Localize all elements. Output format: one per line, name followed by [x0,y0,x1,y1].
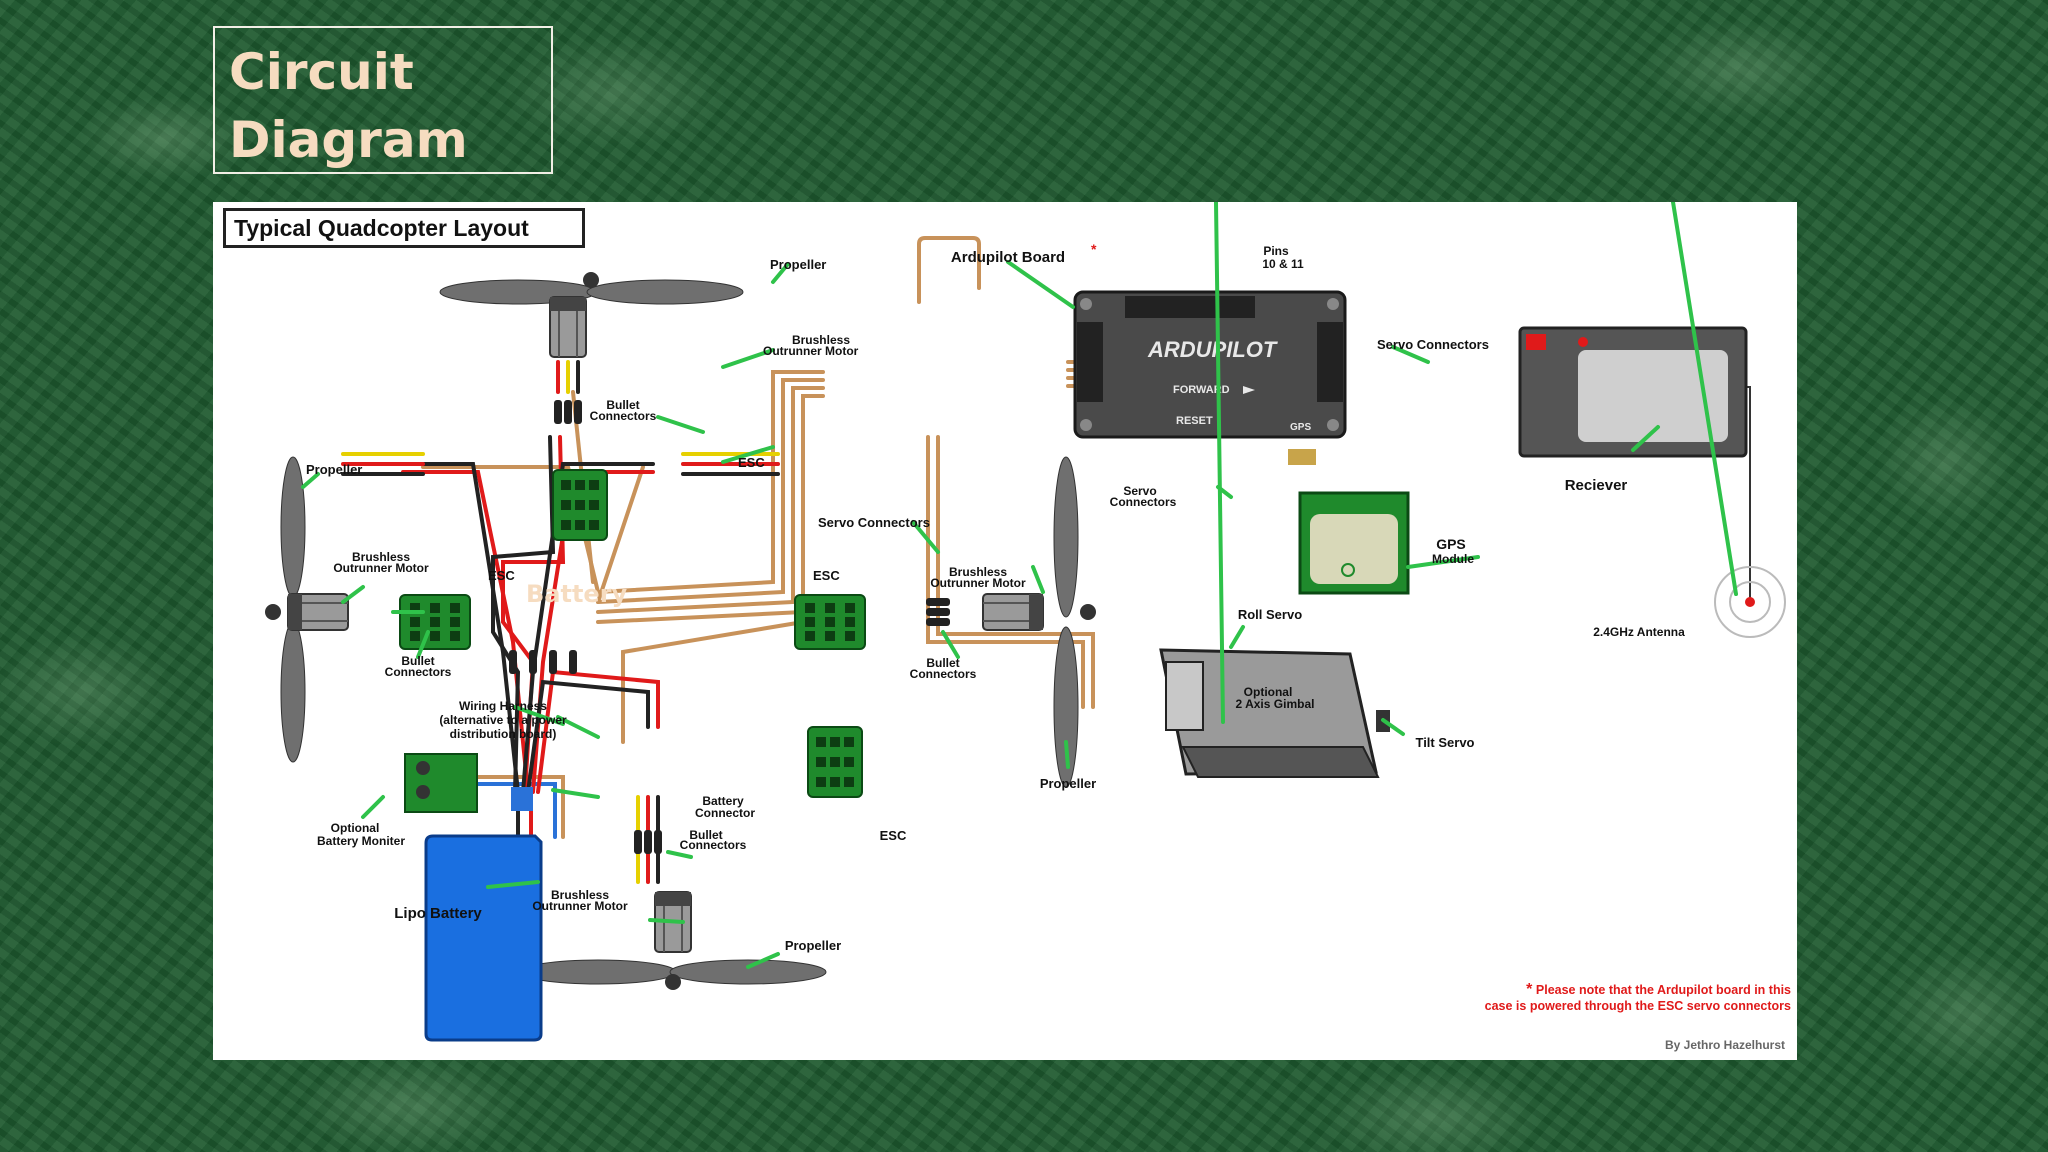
label-gimbal-1: Optional [1244,685,1293,699]
label-reciever: Reciever [1565,477,1628,494]
label-motor-right-1: Brushless [949,565,1007,579]
diagram-header: Typical Quadcopter Layout [223,208,585,248]
label-bullet-right-2: Connectors [910,667,977,681]
slide-title-box: Circuit Diagram [213,26,553,174]
ardupilot-board: ARDUPILOT FORWARD RESET GPS [1073,290,1347,439]
label-motor-bottom-1: Brushless [551,888,609,902]
label-battery-connector-2: Connector [695,806,755,820]
label-bullet-bottom-1: Bullet [689,828,722,842]
label-battery-monitor-1: Optional [331,821,380,835]
board-reset-label: RESET [1176,415,1213,427]
label-motor-top-1: Brushless [792,333,850,347]
author-credit: By Jethro Hazelhurst [1664,1038,1785,1052]
motor-right [982,593,1044,631]
esc-bottom [807,726,863,798]
label-motor-left-2: Outrunner Motor [333,561,429,575]
label-propeller-bottom: Propeller [785,938,841,953]
label-roll-servo: Roll Servo [1238,607,1302,622]
gps-module [1288,449,1410,595]
board-forward-label: FORWARD [1173,384,1230,396]
battery-overlay-label: Battery [526,580,628,608]
board-logo: ARDUPILOT [1147,337,1278,362]
receiver [1518,326,1748,458]
label-lipo-battery: Lipo Battery [394,905,482,922]
label-motor-top-2: Outrunner Motor [763,344,859,358]
diagram-drawing: ARDUPILOT FORWARD RESET GPS [265,202,1786,1042]
ardupilot-asterisk: * [1091,241,1097,257]
label-servo-left-2: Connectors [1110,495,1177,509]
label-motor-bottom-2: Outrunner Motor [532,899,628,913]
label-ardupilot-board: Ardupilot Board [951,249,1065,266]
lipo-battery [424,787,543,1042]
board-gps-label: GPS [1290,422,1311,433]
label-bullet-bottom-2: Connectors [680,838,747,852]
esc-right [794,594,866,650]
motor-top [549,296,587,358]
quadcopter-diagram: ARDUPILOT FORWARD RESET GPS [213,202,1797,1060]
note-asterisk: * [1526,981,1533,998]
esc-left [399,594,471,650]
esc-top [552,469,608,541]
label-bullet-top-2: Connectors [590,409,657,423]
label-servo-connectors-right: Servo Connectors [1377,337,1489,352]
power-note: * Please note that the Ardupilot board i… [1411,982,1791,1014]
label-propeller-left: Propeller [306,462,362,477]
labels: Propeller Brushless Outrunner Motor Bull… [306,241,1685,953]
slide-title: Circuit Diagram [229,43,468,169]
label-harness-2: (alternative to a power [439,713,567,727]
propellers [280,279,1079,985]
label-bullet-right-1: Bullet [926,656,959,670]
note-line-1: Please note that the Ardupilot board in … [1535,983,1791,997]
note-line-2: case is powered through the ESC servo co… [1484,999,1791,1013]
motor-left [287,593,349,631]
label-servo-connectors-mid: Servo Connectors [818,515,930,530]
label-propeller-right: Propeller [1040,776,1096,791]
label-bullet-top-1: Bullet [606,398,639,412]
label-antenna: 2.4GHz Antenna [1593,625,1685,639]
label-pins-2: 10 & 11 [1262,257,1304,271]
label-esc-top: ESC [738,455,765,470]
label-motor-left-1: Brushless [352,550,410,564]
gimbal [1159,648,1390,778]
label-gimbal-2: 2 Axis Gimbal [1236,697,1315,711]
label-harness-3: distribution board) [450,727,557,741]
label-gps-2: Module [1432,552,1474,566]
label-pointer-lines [301,202,1738,969]
label-pins-1: Pins [1263,244,1289,258]
label-propeller-top: Propeller [770,257,826,272]
label-esc-left: ESC [488,568,515,583]
antenna [1714,566,1786,638]
label-motor-right-2: Outrunner Motor [930,576,1026,590]
label-battery-monitor-2: Battery Moniter [317,834,405,848]
label-harness-1: Wiring Harness [459,699,547,713]
propeller-hubs [265,272,1096,990]
label-battery-connector-1: Battery [702,794,744,808]
label-tilt-servo: Tilt Servo [1415,735,1474,750]
battery-monitor [404,753,478,813]
label-gps-1: GPS [1436,536,1466,552]
label-bullet-left-1: Bullet [401,654,434,668]
label-esc-right: ESC [813,568,840,583]
label-esc-bottom: ESC [880,828,907,843]
label-servo-left-1: Servo [1123,484,1156,498]
label-bullet-left-2: Connectors [385,665,452,679]
